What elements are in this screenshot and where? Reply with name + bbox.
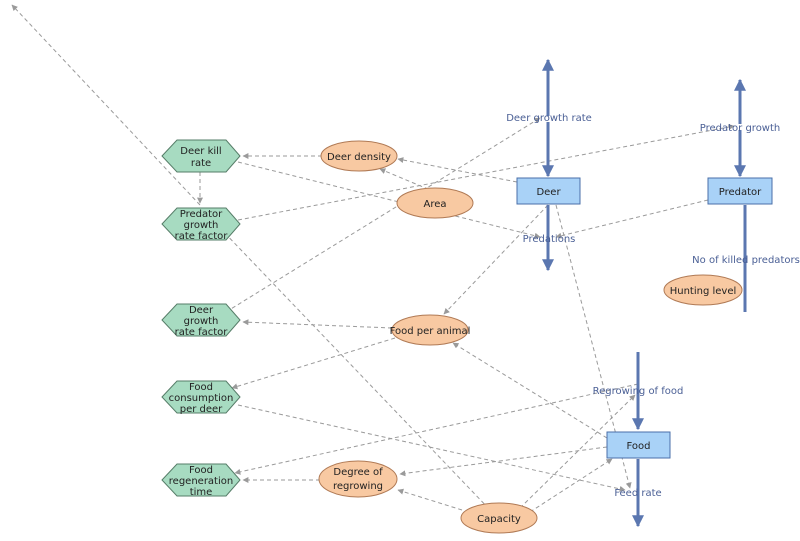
link-predator-growth-rate-factor-to-capacity <box>219 227 493 513</box>
link-predator-to-predations <box>555 199 709 239</box>
link-deer-to-food-per-animal <box>443 204 549 315</box>
table-food-regeneration-time[interactable]: Food regeneration time <box>161 463 241 498</box>
link-regrowing-to-food-regeneration-time <box>234 383 639 475</box>
link-deer-to-deer-density <box>397 157 518 183</box>
flow-label-regrowing-of-food: Regrowing of food <box>593 386 684 397</box>
aux-food-per-animal-label: Food per animal <box>390 326 471 337</box>
link-capacity-to-degree-of-regrowing <box>397 488 463 511</box>
link-capacity-to-food <box>529 458 613 513</box>
table-deer-kill-rate-label-line-1: Deer kill <box>180 146 221 157</box>
link-food-per-animal-to-deer-growth-rate-factor <box>242 319 393 329</box>
aux-degree-of-regrowing[interactable]: Degree of regrowing <box>318 460 398 498</box>
flow-label-predations: Predations <box>523 234 576 245</box>
table-deer-growth-rate-factor-label-line-1: Deer <box>189 305 214 316</box>
table-predator-growth-rate-factor[interactable]: Predator growth rate factor <box>161 207 241 242</box>
flows <box>542 58 747 528</box>
table-deer-kill-rate[interactable]: Deer kill rate <box>161 139 241 173</box>
link-deer-growth-rate-factor-to-deer-growth-rate <box>225 117 541 313</box>
table-deer-growth-rate-factor-label-line-2: growth <box>184 316 219 327</box>
flow-label-no-of-killed-predators: No of killed predators <box>692 255 800 266</box>
aux-capacity[interactable]: Capacity <box>460 502 538 534</box>
link-food-per-animal-to-food-consumption-per-deer <box>231 337 396 390</box>
link-deer-kill-rate-to-predations <box>237 161 541 239</box>
flow-label-feed-rate: Feed rate <box>614 488 661 499</box>
aux-degree-of-regrowing-label-line-1: Degree of <box>333 467 383 478</box>
table-deer-growth-rate-factor[interactable]: Deer growth rate factor <box>161 303 241 338</box>
link-predator-growth-rate-factor-to-offscreen <box>11 4 201 206</box>
flow-label-deer-growth-rate: Deer growth rate <box>506 113 592 124</box>
flow-labels: Deer growth rate Predations Predator gro… <box>506 113 800 499</box>
aux-area[interactable]: Area <box>396 187 474 219</box>
table-food-consumption-per-deer-label-line-2: consumption <box>169 393 234 404</box>
stock-predator-label: Predator <box>719 187 762 198</box>
aux-deer-density-label: Deer density <box>327 152 391 163</box>
stock-deer[interactable]: Deer <box>516 177 581 205</box>
aux-food-per-animal[interactable]: Food per animal <box>390 314 471 346</box>
aux-hunting-level[interactable]: Hunting level <box>663 274 743 306</box>
stock-deer-label: Deer <box>536 187 561 198</box>
aux-degree-of-regrowing-label-line-2: regrowing <box>333 481 383 492</box>
table-predator-growth-rate-factor-label-line-2: growth <box>184 220 219 231</box>
link-food-consumption-per-deer-to-feed-rate <box>237 404 626 492</box>
stock-predator[interactable]: Predator <box>707 177 773 205</box>
aux-area-label: Area <box>423 199 446 210</box>
link-capacity-to-regrowing <box>519 394 636 509</box>
aux-capacity-label: Capacity <box>477 514 521 525</box>
table-food-consumption-per-deer[interactable]: Food consumption per deer <box>161 380 241 415</box>
table-food-consumption-per-deer-label-line-1: Food <box>189 382 213 393</box>
table-food-regeneration-time-label-line-3: time <box>190 487 213 498</box>
table-food-consumption-per-deer-label-line-3: per deer <box>180 404 223 415</box>
stock-food[interactable]: Food <box>606 431 671 459</box>
table-food-regeneration-time-label-line-1: Food <box>189 465 213 476</box>
link-food-to-degree-of-regrowing <box>399 446 608 477</box>
aux-deer-density[interactable]: Deer density <box>320 140 398 172</box>
flow-label-predator-growth: Predator growth <box>700 123 781 134</box>
table-deer-growth-rate-factor-label-line-3: rate factor <box>175 327 229 338</box>
table-predator-growth-rate-factor-label-line-3: rate factor <box>175 231 229 242</box>
table-predator-growth-rate-factor-label-line-1: Predator <box>180 209 223 220</box>
table-deer-kill-rate-label-line-2: rate <box>191 158 211 169</box>
table-food-regeneration-time-label-line-2: regeneration <box>169 476 233 487</box>
influence-links <box>11 4 735 513</box>
link-food-to-food-per-animal <box>452 342 608 439</box>
link-predator-growth-rate-factor-to-predator-growth <box>237 124 735 221</box>
stock-food-label: Food <box>627 441 651 452</box>
aux-hunting-level-label: Hunting level <box>670 286 737 297</box>
